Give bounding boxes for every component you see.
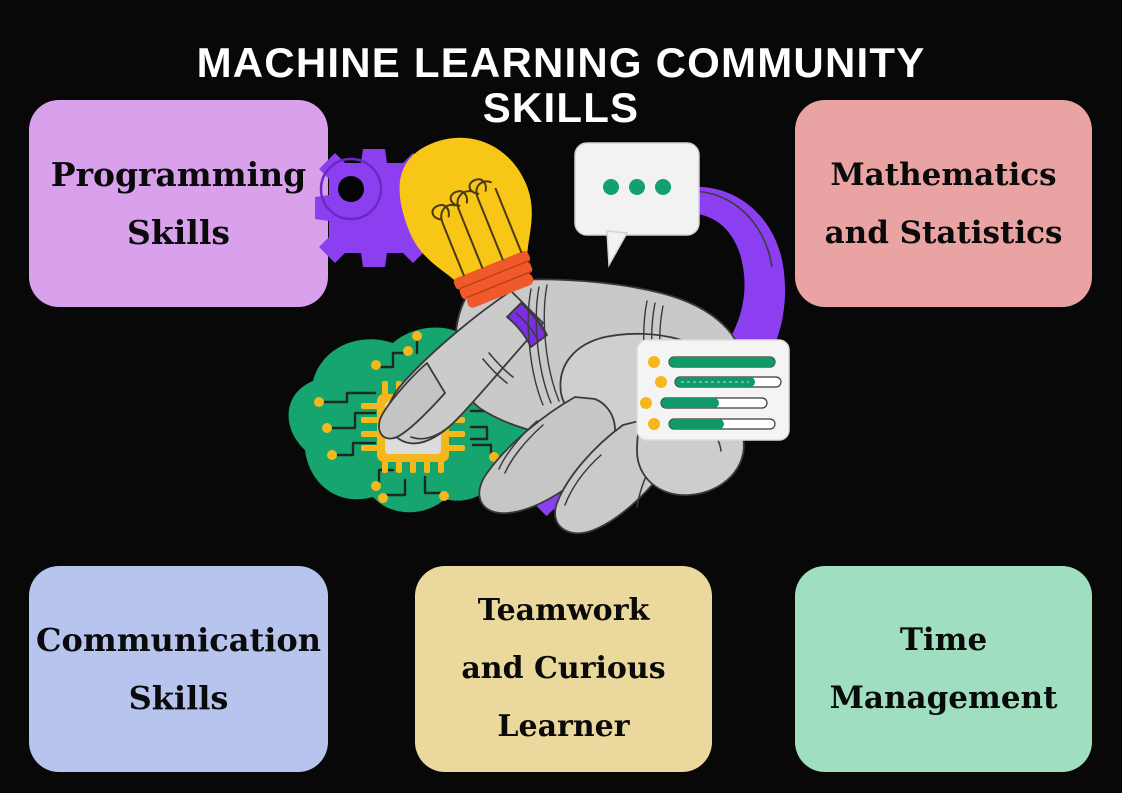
skill-card-label: Teamwork and Curious Learner	[461, 593, 666, 744]
wrist-band-icon	[687, 186, 786, 387]
progress-bullet	[648, 356, 660, 368]
skill-card-teamwork[interactable]: Teamwork and Curious Learner	[415, 566, 712, 772]
gear-large-hub-icon	[338, 176, 364, 202]
progress-bullet	[640, 397, 652, 409]
progress-fill	[675, 377, 755, 387]
page-title: Machine Learning Community Skills	[196, 39, 926, 132]
progress-fill	[669, 357, 775, 367]
typing-dot	[655, 179, 671, 195]
speech-bubble-icon	[574, 142, 700, 268]
skill-card-label: Mathematics and Statistics	[824, 156, 1063, 251]
skill-card-label: Communication Skills	[36, 621, 321, 717]
progress-panel-card	[636, 339, 790, 441]
skill-card-communication[interactable]: Communication Skills	[29, 566, 328, 772]
skill-card-label: Time Management	[829, 622, 1058, 716]
progress-bullet	[655, 376, 667, 388]
progress-fill	[661, 398, 719, 408]
gear-large-inner-ring-icon	[319, 157, 383, 221]
typing-dot	[603, 179, 619, 195]
progress-fill	[669, 419, 724, 429]
progress-bullet	[648, 418, 660, 430]
robot-hand-illustration	[275, 125, 820, 540]
skill-card-label: Programming Skills	[50, 154, 307, 252]
lightbulb-icon	[399, 137, 534, 308]
skill-card-time-management[interactable]: Time Management	[795, 566, 1092, 772]
typing-dot	[629, 179, 645, 195]
skill-card-mathematics[interactable]: Mathematics and Statistics	[795, 100, 1092, 307]
skill-card-programming[interactable]: Programming Skills	[29, 100, 328, 307]
